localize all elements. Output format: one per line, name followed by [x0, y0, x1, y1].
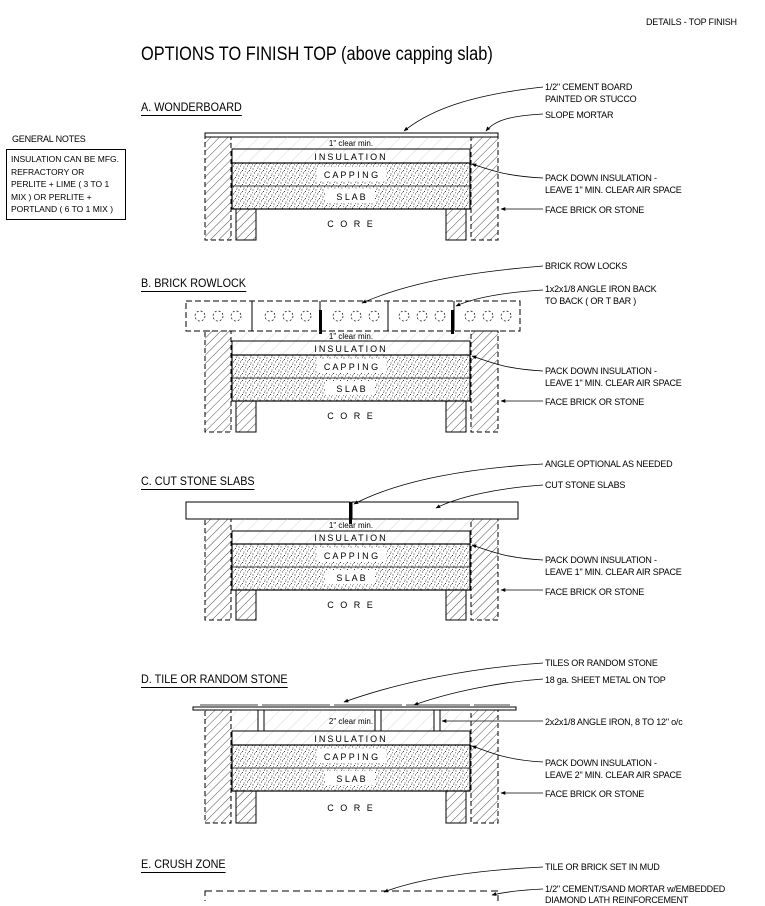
general-notes-heading: GENERAL NOTES: [12, 134, 86, 144]
callout-cement-sand-mortar: 1/2" CEMENT/SAND MORTAR w/EMBEDDED: [545, 884, 726, 894]
callout-face-brick-a: FACE BRICK OR STONE: [545, 205, 645, 215]
sheet-header: DETAILS - TOP FINISH: [646, 17, 737, 27]
callout-cement-board: 1/2" CEMENT BOARD: [545, 82, 633, 92]
callout-pack-down-c: PACK DOWN INSULATION -: [545, 555, 657, 565]
callout-air-space-d: LEAVE 2" MIN. CLEAR AIR SPACE: [545, 770, 682, 780]
slab-a: S L A B: [336, 192, 365, 202]
capping-d: C A P P I N G: [324, 752, 378, 762]
section-c-title: C. CUT STONE SLABS: [141, 474, 255, 490]
insulation-b: INSULATION: [314, 344, 387, 354]
section-d-title: D. TILE OR RANDOM STONE: [141, 672, 288, 688]
callout-air-space-a: LEAVE 1" MIN. CLEAR AIR SPACE: [545, 185, 682, 195]
callout-diamond-lath: DIAMOND LATH REINFORCEMENT: [545, 895, 689, 905]
callout-angle-iron-b: 1x2x1/8 ANGLE IRON BACK: [545, 284, 657, 294]
core-b: C O R E: [327, 411, 375, 421]
callout-pack-down-d: PACK DOWN INSULATION -: [545, 758, 657, 768]
callout-pack-down-b: PACK DOWN INSULATION -: [545, 366, 657, 376]
clear-min-a: 1" clear min.: [329, 139, 373, 148]
callout-face-brick-d: FACE BRICK OR STONE: [545, 789, 645, 799]
detail-a-wonderboard: 1" clear min. INSULATION C A P P I N G S…: [204, 86, 544, 241]
callout-brick-row-locks: BRICK ROW LOCKS: [545, 261, 628, 271]
detail-d-tile-random-stone: 2" clear min. INSULATION C A P P I N G S…: [192, 662, 544, 824]
callout-air-space-c: LEAVE 1" MIN. CLEAR AIR SPACE: [545, 567, 682, 577]
face-brick-left-a: [204, 136, 232, 241]
callout-pack-down-a: PACK DOWN INSULATION -: [545, 173, 657, 183]
core-c: C O R E: [327, 600, 375, 610]
capping-a: C A P P I N G: [324, 170, 378, 180]
callout-face-brick-c: FACE BRICK OR STONE: [545, 587, 645, 597]
clear-min-c: 1" clear min.: [329, 521, 373, 530]
callout-sheet-metal: 18 ga. SHEET METAL ON TOP: [545, 675, 666, 685]
face-brick-right-a: [470, 136, 499, 241]
detail-c-cut-stone-slabs: 1" clear min. INSULATION C A P P I N G S…: [185, 463, 544, 621]
insulation-d: INSULATION: [314, 734, 387, 744]
core-a: C O R E: [327, 219, 375, 229]
section-e-title: E. CRUSH ZONE: [141, 857, 226, 873]
cut-stone-slab-left: [185, 501, 351, 520]
callout-angle-optional: ANGLE OPTIONAL AS NEEDED: [545, 459, 673, 469]
section-b-title: B. BRICK ROWLOCK: [141, 276, 247, 292]
cut-stone-slab-right: [351, 501, 519, 520]
sheet-metal: [192, 706, 517, 711]
callout-tile-brick-mud: TILE OR BRICK SET IN MUD: [545, 862, 660, 872]
callout-air-space-b: LEAVE 1" MIN. CLEAR AIR SPACE: [545, 378, 682, 388]
capping-c: C A P P I N G: [324, 551, 378, 561]
section-a-title: A. WONDERBOARD: [141, 100, 242, 116]
insulation-c: INSULATION: [314, 533, 387, 543]
clear-min-b: 1" clear min.: [329, 332, 373, 341]
callout-slope-mortar: SLOPE MORTAR: [545, 110, 614, 120]
callout-angle-iron-d: 2x2x1/8 ANGLE IRON, 8 TO 12" o/c: [545, 717, 683, 727]
callout-t-bar: TO BACK ( OR T BAR ): [545, 296, 637, 306]
callout-face-brick-b: FACE BRICK OR STONE: [545, 397, 645, 407]
core-d: C O R E: [327, 803, 375, 813]
callout-painted-stucco: PAINTED OR STUCCO: [545, 94, 637, 104]
callout-cut-stone-slabs: CUT STONE SLABS: [545, 480, 626, 490]
insulation-a: INSULATION: [314, 152, 387, 162]
clear-min-d: 2" clear min.: [329, 717, 373, 726]
slab-d: S L A B: [336, 774, 365, 784]
callout-tiles-random-stone: TILES OR RANDOM STONE: [545, 658, 658, 668]
brick-rowlock-course: [185, 300, 521, 332]
capping-b: C A P P I N G: [324, 362, 378, 372]
general-notes-box: INSULATION CAN BE MFG. REFRACTORY OR PER…: [6, 149, 126, 220]
detail-e-crush-zone: [204, 866, 544, 901]
page-title: OPTIONS TO FINISH TOP (above capping sla…: [141, 44, 493, 65]
slab-b: S L A B: [336, 384, 365, 394]
slab-c: S L A B: [336, 573, 365, 583]
detail-b-brick-rowlock: 1" clear min. INSULATION C A P P I N G S…: [185, 265, 544, 433]
